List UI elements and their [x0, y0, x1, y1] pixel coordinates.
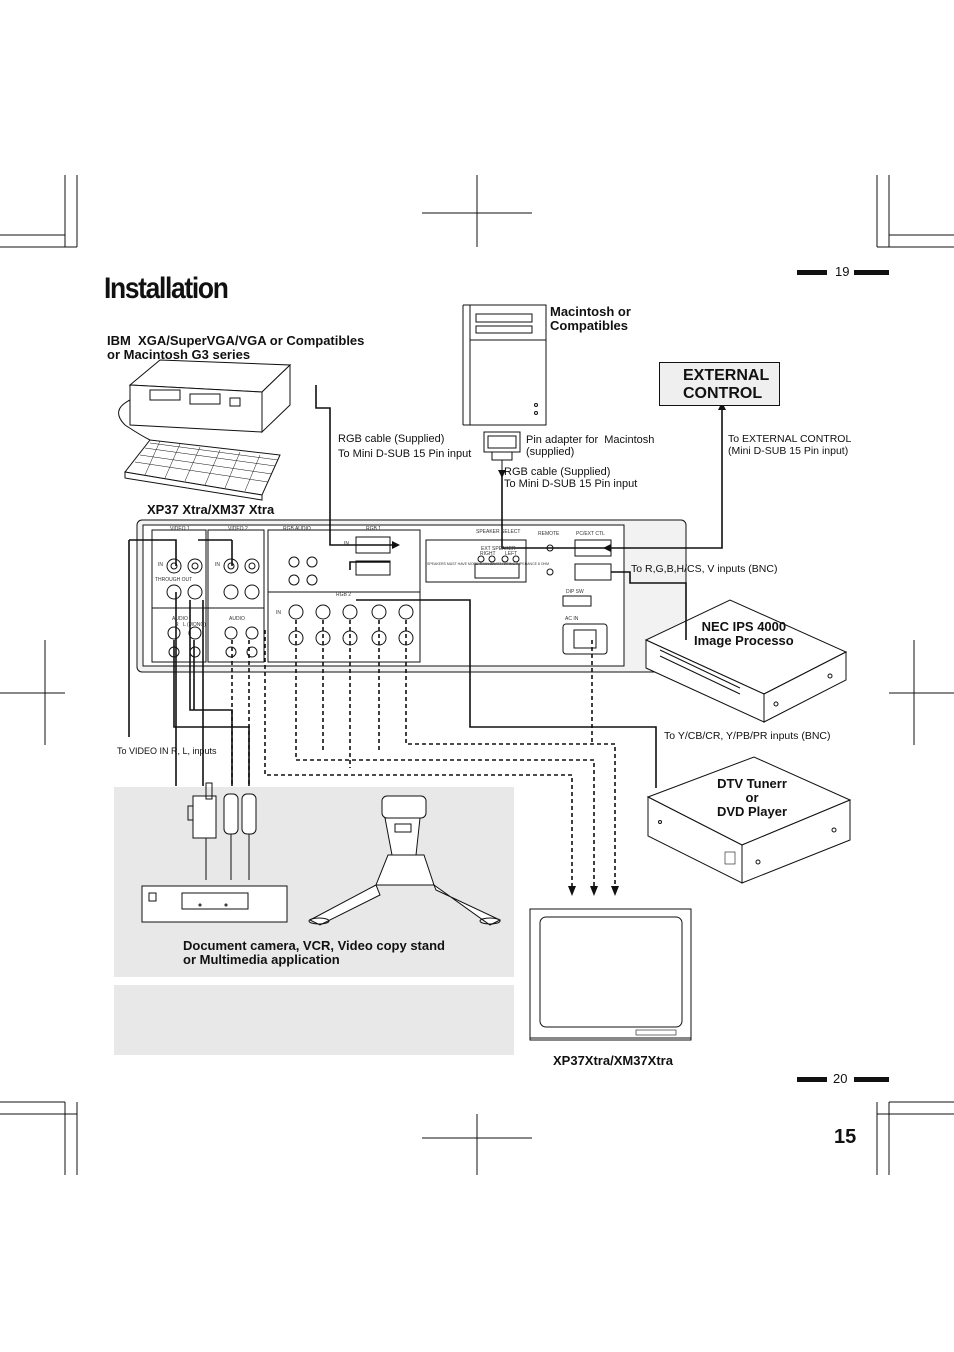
panel-video2-label: VIDEO 2: [228, 526, 248, 532]
page-ref-bar-right-2: [854, 1077, 889, 1082]
panel-ext-speaker-label: EXT SPEAKER: [481, 546, 516, 552]
ibm-label: IBM XGA/SuperVGA/VGA or Compatibles or M…: [107, 333, 365, 362]
crop-marks: [0, 175, 954, 1175]
solid-cables: [128, 385, 723, 788]
panel-rgb-audio-label: RGB AUDIO: [283, 526, 311, 532]
panel-rgb1-label: RGB 1: [366, 526, 381, 532]
rgb-cable-label-2: RGB cable (Supplied) To Mini D-SUB 15 Pi…: [504, 466, 638, 490]
pin-adapter-illustration: [483, 431, 521, 470]
panel-pc-ext-ctl-label: PC/EXT CTL: [576, 531, 605, 537]
copy-stand-illustration: [308, 795, 502, 926]
nec-ips-label: NEC IPS 4000 Image Processo: [694, 619, 794, 648]
dtv-label: DTV Tunerr or DVD Player: [716, 776, 788, 819]
dtv-tuner-box-illustration: [646, 756, 852, 884]
panel-video1-label: VIDEO 1: [170, 526, 190, 532]
multimedia-panel: [114, 787, 514, 977]
panel-in-label-2: IN: [215, 562, 220, 568]
to-rgbhv-label: To R,G,B,H/CS, V inputs (BNC): [631, 563, 778, 575]
dotted-cables: [231, 620, 616, 886]
page-number: 15: [834, 1126, 857, 1148]
panel-speakers-note: SPEAKERS MUST HAVE MORE THAN 8WATT RATIN…: [427, 562, 549, 566]
panel-in-label-3: IN: [344, 541, 349, 547]
panel-speaker-select-label: SPEAKER SELECT: [476, 529, 520, 535]
page-ref-20: 20: [833, 1071, 848, 1086]
to-video-in-label: To VIDEO IN R, L, inputs: [117, 746, 217, 756]
monitor-rear-panel: [136, 519, 687, 673]
panel-in-label-4: IN: [276, 610, 281, 616]
page-ref-19: 19: [835, 264, 850, 279]
panel-rgb2-label: RGB 2: [336, 592, 351, 598]
blank-panel: [114, 985, 514, 1055]
page-ref-bar-right: [854, 270, 889, 275]
bottom-monitor-illustration: [529, 908, 692, 1041]
rgb-cable-label-1: RGB cable (Supplied) To Mini D-SUB 15 Pi…: [338, 433, 472, 460]
panel-right-label: RIGHT: [480, 551, 496, 557]
page-ref-bar-left: [797, 270, 827, 275]
vcr-illustration: [141, 885, 288, 923]
macintosh-label: Macintosh or Compatibles: [550, 304, 631, 333]
panel-dip-sw-label: DIP SW: [566, 589, 584, 595]
ibm-computer-illustration: [118, 359, 292, 501]
panel-left-label: LEFT: [505, 551, 517, 557]
panel-audio2-label: AUDIO: [229, 616, 245, 622]
panel-ac-in-label: AC IN: [565, 616, 579, 622]
page-ref-bar-left-2: [797, 1077, 827, 1082]
macintosh-tower-illustration: [462, 304, 547, 426]
panel-r-label: R: [175, 622, 179, 628]
xp37-bottom-label: XP37Xtra/XM37Xtra: [553, 1053, 673, 1068]
panel-in-label-1: IN: [158, 562, 163, 568]
panel-l-mono-label: L (MONO): [183, 622, 206, 628]
page-title: Installation: [104, 272, 229, 305]
to-external-label: To EXTERNAL CONTROL (Mini D-SUB 15 Pin i…: [728, 433, 852, 457]
nec-ips-box-illustration: [644, 599, 848, 723]
panel-audio1-label: AUDIO: [172, 616, 188, 622]
to-ycbcr-label: To Y/CB/CR, Y/PB/PR inputs (BNC): [664, 730, 831, 742]
xp37-top-label: XP37 Xtra/XM37 Xtra: [147, 502, 275, 517]
arrowheads: [392, 402, 726, 896]
panel-remote-label: REMOTE: [538, 531, 560, 537]
document-camera-label: Document camera, VCR, Video copy stand o…: [183, 938, 445, 967]
av-plugs-illustration: [187, 782, 257, 880]
panel-through-out-label: THROUGH OUT: [155, 577, 192, 583]
pin-adapter-label: Pin adapter for Macintosh (supplied): [526, 434, 655, 458]
external-control-box: EXTERNAL CONTROL: [659, 362, 780, 406]
